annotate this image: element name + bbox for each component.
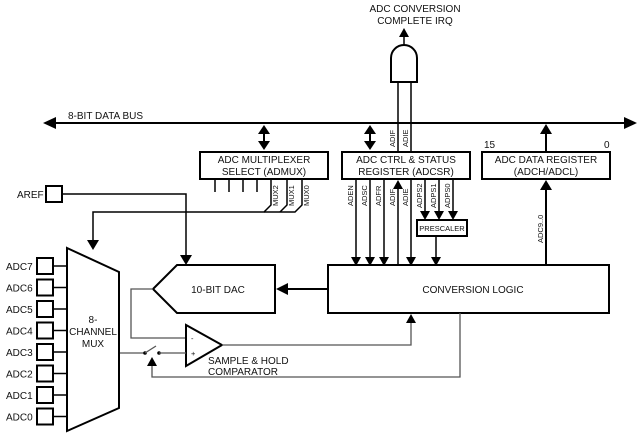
admux-arrow-down xyxy=(258,141,270,150)
aref-label: AREF xyxy=(17,190,44,201)
adcsr-register xyxy=(341,151,471,180)
channel-pin xyxy=(36,343,54,361)
aref-arrow xyxy=(180,255,192,265)
channel-label: ADC4 xyxy=(6,327,33,338)
dac-block xyxy=(151,264,276,314)
adcsr-bit-adsc: ADSC xyxy=(360,185,369,206)
adcsr-bit-aden: ADEN xyxy=(346,185,355,206)
adif-arrow xyxy=(393,180,403,189)
comparator-plus: + xyxy=(191,349,196,358)
comparator-label-line2: COMPARATOR xyxy=(208,367,278,378)
channel-label: ADC1 xyxy=(6,391,33,402)
mux-select-arrow xyxy=(87,240,99,250)
channel-label: ADC3 xyxy=(6,348,33,359)
admux-bit-mux2: MUX2 xyxy=(271,185,280,206)
prescaler-label: PRESCALER xyxy=(419,224,465,233)
channel-label: ADC0 xyxy=(6,413,33,424)
channel-label: ADC2 xyxy=(6,370,33,381)
channel-pin xyxy=(36,300,54,318)
channel-label: ADC7 xyxy=(6,262,33,273)
mux-label-line3: MUX xyxy=(82,339,105,350)
aref-line xyxy=(62,193,187,258)
adcsr-bit-adps0: ADPS0 xyxy=(443,183,452,208)
comparator-output-line xyxy=(222,319,412,346)
adcsr-arrow-down xyxy=(364,141,376,150)
adps0-arrow xyxy=(448,211,458,220)
mux-label-line2: CHANNEL xyxy=(69,327,117,338)
data-reg-lsb: 0 xyxy=(604,140,610,151)
mux-select-line xyxy=(92,179,272,245)
adcsr-bit-adif: ADIF xyxy=(388,188,397,206)
logic-to-dac-arrow xyxy=(276,283,288,295)
admux-register xyxy=(199,151,329,180)
bus-arrow-left xyxy=(43,117,56,129)
irq-bit-adie: ADIE xyxy=(401,129,410,147)
channel-pin xyxy=(36,257,54,275)
irq-arrow-head xyxy=(399,28,409,37)
mux-label-line1: 8- xyxy=(89,315,98,326)
channel-pin xyxy=(36,407,54,426)
mux1-line xyxy=(279,179,288,213)
conversion-logic-block xyxy=(327,264,610,314)
channel-mux xyxy=(66,246,120,433)
channel-pin xyxy=(36,364,54,383)
comparator-label-line1: SAMPLE & HOLD xyxy=(208,356,289,367)
aref-pin xyxy=(45,185,63,203)
admux-arrow-up xyxy=(258,125,270,134)
channel-pin xyxy=(36,386,54,404)
adie-arrow xyxy=(406,257,416,266)
irq-bit-adif: ADIF xyxy=(388,129,397,147)
channel-pin xyxy=(36,278,54,297)
comparator xyxy=(185,323,225,368)
data-reg-label-line1: ADC DATA REGISTER xyxy=(495,155,597,166)
adcsr-bit-adie: ADIE xyxy=(401,188,410,206)
sample-control-line xyxy=(151,313,461,378)
adps2-arrow xyxy=(420,211,430,220)
adfr-arrow xyxy=(379,257,389,266)
dac-label: 10-BIT DAC xyxy=(191,285,245,296)
conversion-logic-label: CONVERSION LOGIC xyxy=(422,285,523,296)
adcsr-bit-adfr: ADFR xyxy=(374,185,383,206)
comparator-output-arrow xyxy=(406,314,416,323)
sample-control-arrow xyxy=(147,357,157,366)
sample-switch xyxy=(144,345,157,354)
mux0-line xyxy=(264,179,303,213)
channel-label: ADC6 xyxy=(6,284,33,295)
adcsr-bit-adps1: ADPS1 xyxy=(429,183,438,208)
irq-label-line2: COMPLETE IRQ xyxy=(377,16,453,27)
admux-label-line1: ADC MULTIPLEXER xyxy=(218,155,311,166)
admux-bit-mux1: MUX1 xyxy=(287,185,296,206)
adc-data-register xyxy=(481,151,611,180)
bus-arrow-right xyxy=(624,117,637,129)
admux-bit-mux0: MUX0 xyxy=(302,185,311,206)
data-reg-label-line2: (ADCH/ADCL) xyxy=(514,167,578,178)
adc-result-label: ADC9..0 xyxy=(536,215,545,243)
adcsr-label-line1: ADC CTRL & STATUS xyxy=(356,155,456,166)
data-reg-bus-arrow xyxy=(540,124,552,134)
and-gate xyxy=(390,44,418,83)
dac-to-comparator-line xyxy=(130,288,188,339)
channel-pin xyxy=(36,321,54,340)
channel-label: ADC5 xyxy=(6,305,33,316)
adps1-arrow xyxy=(434,211,444,220)
data-reg-msb: 15 xyxy=(484,140,496,151)
prescaler-arrow xyxy=(431,257,441,266)
prescaler-box xyxy=(416,219,468,237)
admux-label-line2: SELECT (ADMUX) xyxy=(222,167,306,178)
adsc-arrow xyxy=(365,257,375,266)
adcsr-bit-adps2: ADPS2 xyxy=(415,183,424,208)
adcsr-arrow-up xyxy=(364,125,376,134)
irq-label-line1: ADC CONVERSION xyxy=(369,4,460,15)
aden-arrow xyxy=(351,257,361,266)
adcsr-label-line2: REGISTER (ADCSR) xyxy=(358,167,454,178)
comparator-minus: - xyxy=(191,334,194,343)
adc-result-arrow xyxy=(540,180,552,190)
data-bus-label: 8-BIT DATA BUS xyxy=(68,111,143,122)
